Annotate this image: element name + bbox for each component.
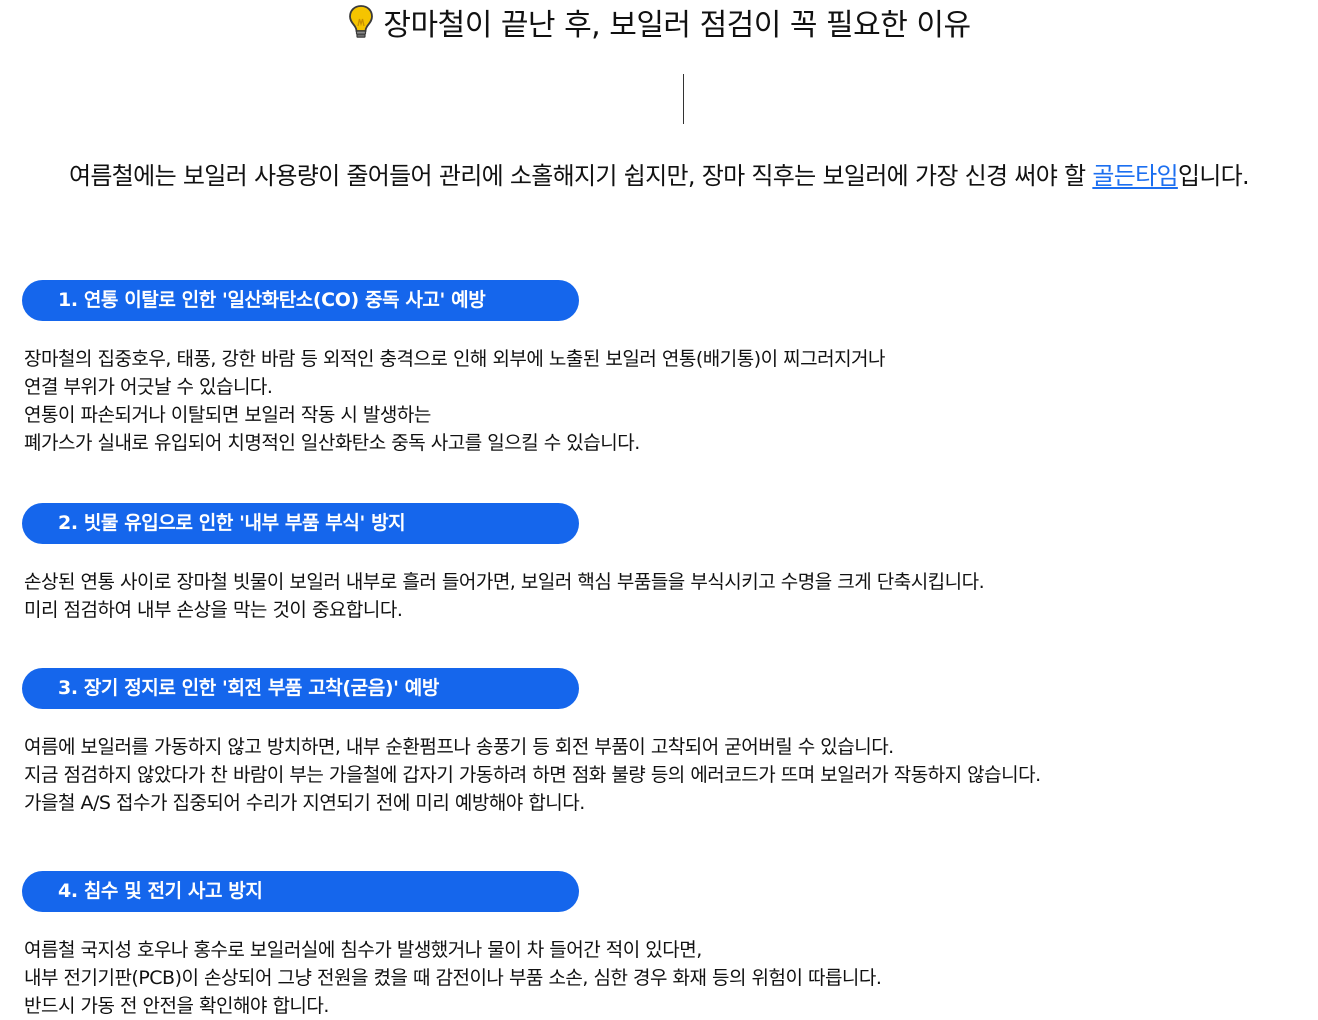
section-3-line: 여름에 보일러를 가동하지 않고 방치하면, 내부 순환펌프나 송풍기 등 회전… [24,736,894,758]
section-2-body: 손상된 연통 사이로 장마철 빗물이 보일러 내부로 흘러 들어가면, 보일러 … [22,568,1302,624]
section-4-heading: 4. 침수 및 전기 사고 방지 [22,871,579,912]
section-4-line: 내부 전기기판(PCB)이 손상되어 그냥 전원을 켰을 때 감전이나 부품 소… [24,967,882,989]
section-1-body: 장마철의 집중호우, 태풍, 강한 바람 등 외적인 충격으로 인해 외부에 노… [22,345,1302,457]
title-row: 장마철이 끝난 후, 보일러 점검이 꼭 필요한 이유 [0,0,1318,44]
section-3-line: 지금 점검하지 않았다가 찬 바람이 부는 가을철에 갑자기 가동하려 하면 점… [24,764,1041,786]
intro-paragraph: 여름철에는 보일러 사용량이 줄어들어 관리에 소홀해지기 쉽지만, 장마 직후… [0,156,1318,191]
intro-text-before: 여름철에는 보일러 사용량이 줄어들어 관리에 소홀해지기 쉽지만, 장마 직후… [69,162,1093,190]
section-3-body: 여름에 보일러를 가동하지 않고 방치하면, 내부 순환펌프나 송풍기 등 회전… [22,733,1302,817]
section-2-line: 미리 점검하여 내부 손상을 막는 것이 중요합니다. [24,599,403,621]
page-title: 장마철이 끝난 후, 보일러 점검이 꼭 필요한 이유 [383,8,971,43]
section-4-line: 반드시 가동 전 안전을 확인해야 합니다. [24,995,329,1017]
section-1-heading: 1. 연통 이탈로 인한 '일산화탄소(CO) 중독 사고' 예방 [22,280,579,321]
section-1: 1. 연통 이탈로 인한 '일산화탄소(CO) 중독 사고' 예방 장마철의 집… [22,280,1302,457]
section-1-line: 폐가스가 실내로 유입되어 치명적인 일산화탄소 중독 사고를 일으킬 수 있습… [24,432,640,454]
section-1-line: 장마철의 집중호우, 태풍, 강한 바람 등 외적인 충격으로 인해 외부에 노… [24,348,886,370]
section-4-line: 여름철 국지성 호우나 홍수로 보일러실에 침수가 발생했거나 물이 차 들어간… [24,939,702,961]
lightbulb-icon [349,5,374,38]
intro-text-after: 입니다. [1177,162,1250,190]
section-1-line: 연통이 파손되거나 이탈되면 보일러 작동 시 발생하는 [24,404,431,426]
golden-time-link[interactable]: 골든타임 [1092,162,1178,190]
section-3: 3. 장기 정지로 인한 '회전 부품 고착(굳음)' 예방 여름에 보일러를 … [22,668,1302,817]
vertical-divider [683,74,684,124]
section-3-heading: 3. 장기 정지로 인한 '회전 부품 고착(굳음)' 예방 [22,668,579,709]
section-3-line: 가을철 A/S 접수가 집중되어 수리가 지연되기 전에 미리 예방해야 합니다… [24,792,585,814]
section-4: 4. 침수 및 전기 사고 방지 여름철 국지성 호우나 홍수로 보일러실에 침… [22,871,1302,1020]
section-2: 2. 빗물 유입으로 인한 '내부 부품 부식' 방지 손상된 연통 사이로 장… [22,503,1302,624]
section-1-line: 연결 부위가 어긋날 수 있습니다. [24,376,273,398]
section-2-heading: 2. 빗물 유입으로 인한 '내부 부품 부식' 방지 [22,503,579,544]
section-4-body: 여름철 국지성 호우나 홍수로 보일러실에 침수가 발생했거나 물이 차 들어간… [22,936,1302,1020]
section-2-line: 손상된 연통 사이로 장마철 빗물이 보일러 내부로 흘러 들어가면, 보일러 … [24,571,985,593]
